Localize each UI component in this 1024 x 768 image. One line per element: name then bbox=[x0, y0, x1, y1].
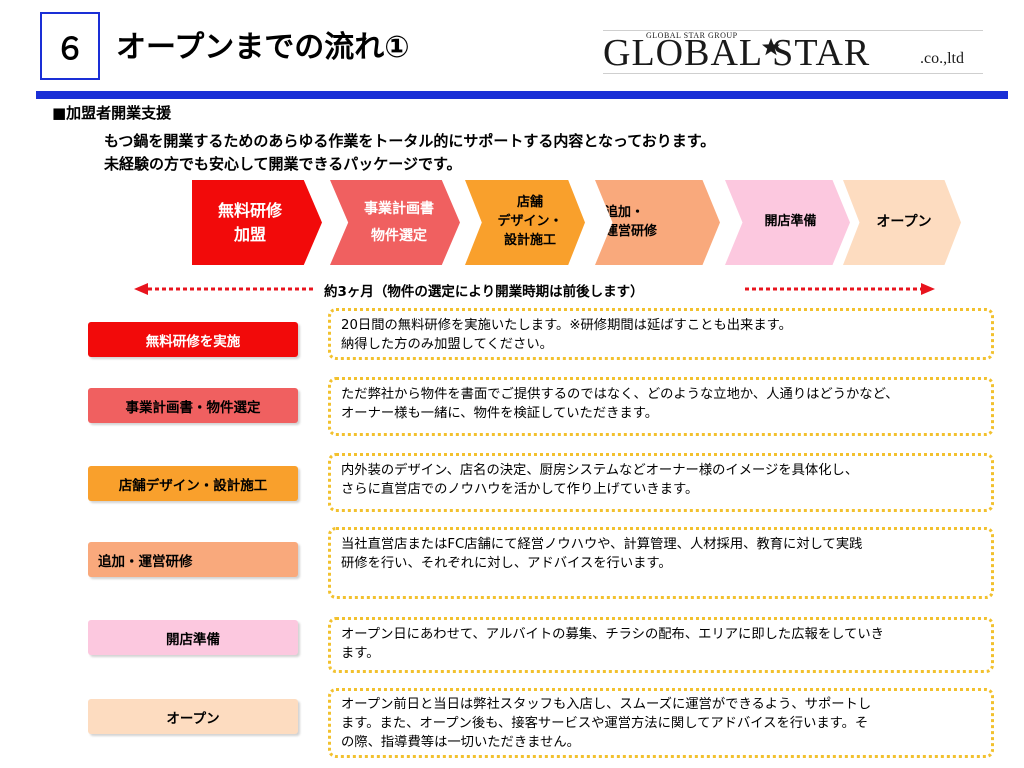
detail-label-additional-training: 追加・運営研修 bbox=[88, 542, 298, 577]
logo-main-text: GLOBAL STAR bbox=[603, 32, 871, 74]
step-label-line: 開店準備 bbox=[764, 214, 817, 230]
logo-suffix-text: .co.,ltd bbox=[920, 50, 964, 67]
detail-label-opening-prep: 開店準備 bbox=[88, 620, 298, 655]
star-icon bbox=[762, 38, 780, 56]
detail-label-store-design: 店舗デザイン・設計施工 bbox=[88, 466, 298, 501]
step-label-line: 店舗 bbox=[516, 195, 543, 211]
detail-description-opening-prep: オープン日にあわせて、アルバイトの募集、チラシの配布、エリアに即した広報をしてい… bbox=[328, 617, 994, 673]
logo-group-text: GLOBAL STAR GROUP bbox=[646, 31, 738, 40]
detail-line: 納得した方のみ加盟してください。 bbox=[341, 337, 553, 352]
detail-line: の際、指導費等は一切いただきません。 bbox=[341, 735, 580, 750]
step-chevron-open: オープン bbox=[843, 180, 961, 265]
detail-line: さらに直営店でのノウハウを活かして作り上げていきます。 bbox=[341, 482, 699, 497]
step-chevron-free-training: 無料研修 加盟 bbox=[192, 180, 322, 265]
detail-label-business-plan: 事業計画書・物件選定 bbox=[88, 388, 298, 423]
step-chevron-store-design: 店舗 デザイン・ 設計施工 bbox=[465, 180, 585, 265]
detail-description-additional-training: 当社直営店またはFC店舗にて経営ノウハウや、計算管理、人材採用、教育に対して実践… bbox=[328, 527, 994, 599]
step-label-line: 事業計画書 bbox=[364, 200, 434, 217]
detail-line: 内外装のデザイン、店名の決定、厨房システムなどオーナー様のイメージを具体化し、 bbox=[341, 463, 859, 478]
detail-description-open: オープン前日と当日は弊社スタッフも入店し、スムーズに運営ができるよう、サポートし… bbox=[328, 688, 994, 758]
detail-line: オープン日にあわせて、アルバイトの募集、チラシの配布、エリアに即した広報をしてい… bbox=[341, 627, 884, 642]
dotted-arrow-right-icon bbox=[745, 283, 935, 295]
step-chevron-business-plan: 事業計画書 物件選定 bbox=[330, 180, 460, 265]
step-label-line: オープン bbox=[876, 214, 932, 231]
detail-line: オープン前日と当日は弊社スタッフも入店し、スムーズに運営ができるよう、サポートし bbox=[341, 697, 872, 712]
detail-description-free-training: 20日間の無料研修を実施いたします。※研修期間は延ばすことも出来ます。 納得した… bbox=[328, 308, 994, 360]
detail-line: ます。 bbox=[341, 646, 380, 661]
step-label-line: 無料研修 bbox=[217, 201, 282, 221]
step-label-line: 追加・ bbox=[605, 204, 645, 220]
intro-line-2: 未経験の方でも安心して開業できるパッケージです。 bbox=[104, 155, 462, 173]
detail-line: 20日間の無料研修を実施いたします。※研修期間は延ばすことも出来ます。 bbox=[341, 318, 792, 333]
header-divider bbox=[36, 91, 1008, 99]
step-chevron-additional-training: 追加・ 運営研修 bbox=[595, 180, 720, 265]
detail-description-business-plan: ただ弊社から物件を書面でご提供するのではなく、どのような立地か、人通りはどうかな… bbox=[328, 377, 994, 436]
detail-line: ただ弊社から物件を書面でご提供するのではなく、どのような立地か、人通りはどうかな… bbox=[341, 387, 899, 402]
detail-line: 当社直営店またはFC店舗にて経営ノウハウや、計算管理、人材採用、教育に対して実践 bbox=[341, 537, 863, 552]
intro-line-1: もつ鍋を開業するためのあらゆる作業をトータル的にサポートする内容となっております… bbox=[104, 132, 716, 150]
detail-description-store-design: 内外装のデザイン、店名の決定、厨房システムなどオーナー様のイメージを具体化し、 … bbox=[328, 453, 994, 512]
detail-line: 研修を行い、それぞれに対し、アドバイスを行います。 bbox=[341, 556, 672, 571]
step-label-line: 加盟 bbox=[233, 224, 266, 244]
detail-line: オーナー様も一緒に、物件を検証していただきます。 bbox=[341, 406, 658, 421]
company-logo: GLOBAL STAR GROUP GLOBAL STAR .co.,ltd bbox=[603, 30, 983, 74]
step-label-line: デザイン・ bbox=[497, 214, 563, 230]
detail-label-free-training: 無料研修を実施 bbox=[88, 322, 298, 357]
page-title: オープンまでの流れ① bbox=[116, 30, 410, 65]
dotted-arrow-left-icon bbox=[134, 283, 314, 295]
detail-label-open: オープン bbox=[88, 699, 298, 734]
section-heading: ■加盟者開業支援 bbox=[52, 104, 172, 122]
step-label-line: 設計施工 bbox=[503, 232, 556, 248]
slide-number: ６ bbox=[40, 12, 100, 80]
detail-line: ます。また、オープン後も、接客サービスや運営方法に関してアドバイスを行います。そ bbox=[341, 716, 869, 731]
step-chevron-opening-prep: 開店準備 bbox=[725, 180, 850, 265]
step-label-line: 物件選定 bbox=[371, 227, 427, 244]
duration-note: 約3ヶ月（物件の選定により開業時期は前後します） bbox=[324, 284, 644, 300]
step-label-line: 運営研修 bbox=[605, 223, 658, 239]
